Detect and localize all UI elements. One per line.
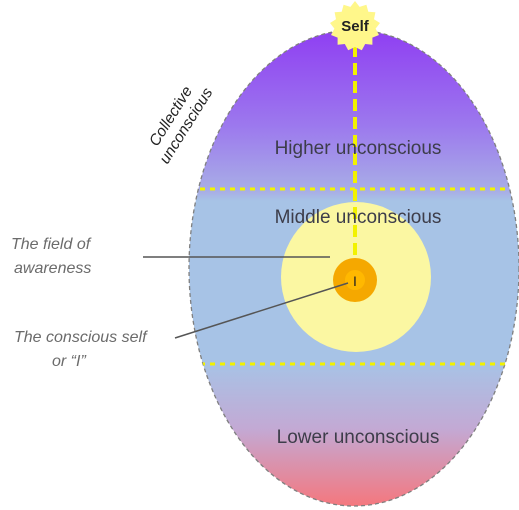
field-of-awareness-label-line1: The field of (11, 236, 92, 253)
self-label: Self (341, 18, 370, 35)
self-sun-icon (330, 1, 380, 51)
lower-unconscious-label: Lower unconscious (277, 427, 440, 448)
field-of-awareness-label-line2: awareness (14, 260, 91, 277)
middle-unconscious-label: Middle unconscious (275, 207, 442, 228)
i-label: I (353, 273, 357, 289)
collective-unconscious-label: Collective unconscious (146, 83, 216, 167)
conscious-self-label-line2: or “I” (52, 353, 86, 370)
conscious-self-label-line1: The conscious self (14, 329, 148, 346)
higher-unconscious-label: Higher unconscious (275, 138, 442, 159)
conscious-self-inner (345, 270, 365, 290)
conscious-self-pointer-line (174, 282, 349, 339)
